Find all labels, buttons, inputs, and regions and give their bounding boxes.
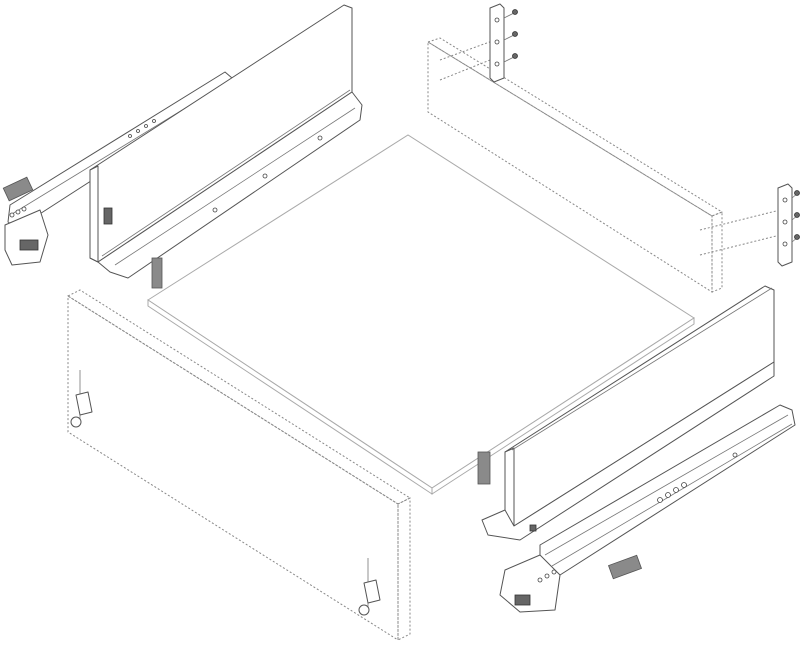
runner-holes <box>9 119 156 218</box>
front-panel <box>66 289 412 641</box>
grey-tab-runner <box>607 554 643 580</box>
right-runner <box>499 404 796 613</box>
grey-tab-right-front <box>477 451 491 485</box>
rear-bracket-right <box>777 183 800 267</box>
drawer-bottom <box>147 134 695 495</box>
back-panel <box>426 37 781 293</box>
grey-tab-left <box>2 176 34 202</box>
front-fixing-bracket-right <box>358 558 381 616</box>
front-fixing-bracket-left <box>70 370 93 428</box>
screw-icon <box>503 9 518 63</box>
left-drawer-side <box>89 4 363 279</box>
rear-bracket-top <box>489 3 518 83</box>
right-drawer-side <box>481 285 775 541</box>
grey-tab-left-front <box>151 257 163 289</box>
